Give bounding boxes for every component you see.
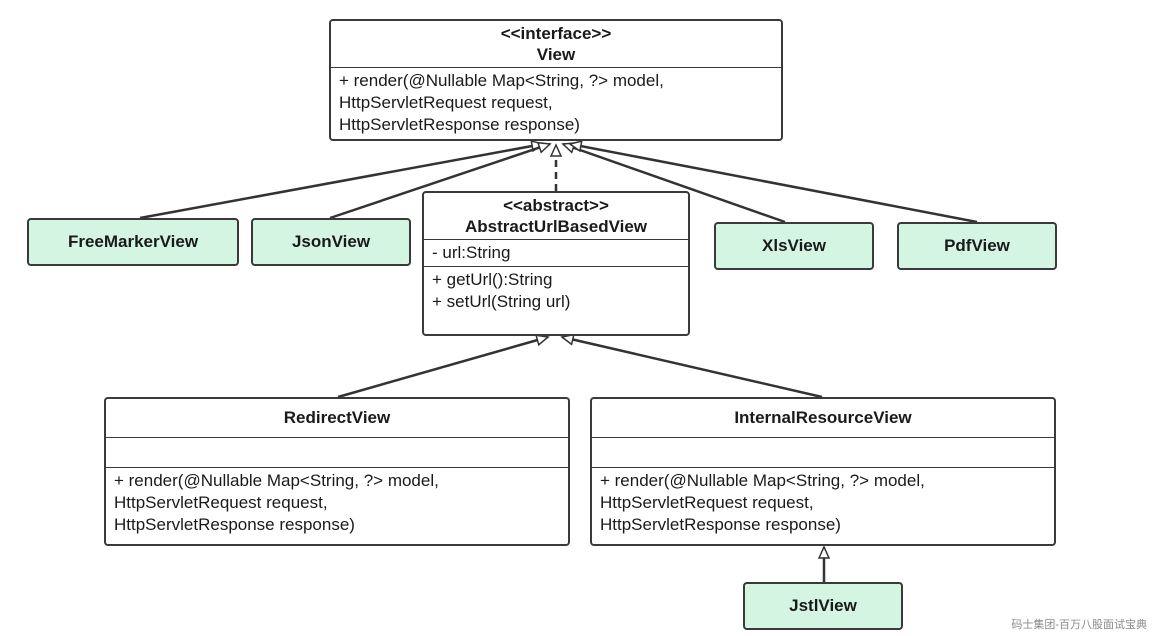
redirect-operations: + render(@Nullable Map<String, ?> model,…: [106, 467, 568, 538]
watermark-text: 码士集团-百万八股面试宝典: [1011, 619, 1147, 631]
redirect-operation-line: + render(@Nullable Map<String, ?> model,: [114, 471, 439, 490]
redirect-header: RedirectView: [106, 399, 568, 437]
abstract-operation-line: + getUrl():String: [432, 270, 553, 289]
internal-name: InternalResourceView: [734, 408, 912, 427]
redirect-view-box: RedirectView + render(@Nullable Map<Stri…: [104, 397, 570, 546]
internal-attributes: [592, 437, 1054, 467]
internal-operation-line: + render(@Nullable Map<String, ?> model,: [600, 471, 925, 490]
abstract-attribute-line: - url:String: [432, 243, 511, 262]
json-view-box: JsonView: [251, 218, 411, 266]
pdf-view-box: PdfView: [897, 222, 1057, 270]
internal-operation-line: HttpServletResponse response): [600, 515, 841, 534]
view-interface-box: <<interface>> View + render(@Nullable Ma…: [329, 19, 783, 141]
abstract-operation-line: + setUrl(String url): [432, 292, 571, 311]
edge-xls-to-view: [563, 144, 786, 224]
edge-freemarker-to-view: [139, 144, 543, 220]
view-operation-line: HttpServletRequest request,: [339, 93, 553, 112]
internal-header: InternalResourceView: [592, 399, 1054, 437]
jstl-view-box: JstlView: [743, 582, 903, 630]
abstract-attributes: - url:String: [424, 239, 688, 266]
view-operation-line: HttpServletResponse response): [339, 115, 580, 134]
edge-internal-to-abstract: [562, 337, 823, 399]
edge-json-to-view: [329, 144, 550, 220]
internal-operation-line: HttpServletRequest request,: [600, 493, 814, 512]
abstract-stereotype: <<abstract>>: [503, 196, 609, 215]
redirect-operation-line: HttpServletResponse response): [114, 515, 355, 534]
view-stereotype: <<interface>>: [500, 24, 612, 43]
view-operations: + render(@Nullable Map<String, ?> model,…: [331, 67, 781, 138]
freemarker-view-box: FreeMarkerView: [27, 218, 239, 266]
edge-redirect-to-abstract: [337, 337, 548, 399]
redirect-name: RedirectView: [283, 408, 391, 427]
internal-operations: + render(@Nullable Map<String, ?> model,…: [592, 467, 1054, 538]
redirect-operation-line: HttpServletRequest request,: [114, 493, 328, 512]
redirect-attributes: [106, 437, 568, 467]
abstract-operations: + getUrl():String + setUrl(String url): [424, 266, 688, 315]
abstract-url-based-view-box: <<abstract>> AbstractUrlBasedView - url:…: [422, 191, 690, 336]
view-operation-line: + render(@Nullable Map<String, ?> model,: [339, 71, 664, 90]
abstract-name: AbstractUrlBasedView: [464, 217, 648, 236]
edge-pdf-to-view: [570, 144, 978, 224]
view-name: View: [536, 45, 576, 64]
xls-view-box: XlsView: [714, 222, 874, 270]
view-header: <<interface>> View: [331, 21, 781, 67]
abstract-header: <<abstract>> AbstractUrlBasedView: [424, 193, 688, 239]
internal-resource-view-box: InternalResourceView + render(@Nullable …: [590, 397, 1056, 546]
